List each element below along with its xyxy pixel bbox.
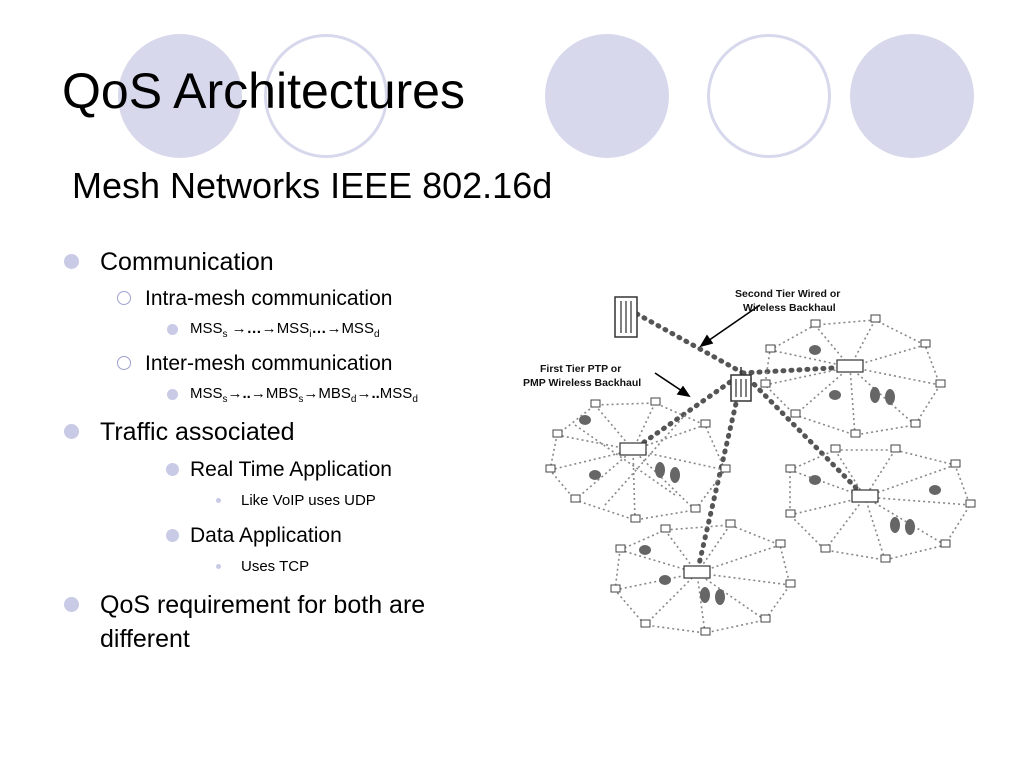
- intra-mesh-path: MSSs →…→MSSi…→MSSd: [190, 320, 380, 340]
- subscriber-nodes: [545, 314, 976, 636]
- subscript: s: [298, 394, 304, 405]
- path-arrow: →..→: [227, 385, 266, 402]
- bullet-intra-mesh: Intra-mesh communication: [145, 287, 393, 310]
- path-arrow: …→: [311, 320, 342, 337]
- path-arrow: →..: [356, 385, 380, 402]
- bullet-dot-icon: [64, 424, 79, 439]
- central-tower-icon: [730, 367, 752, 402]
- subscript: d: [350, 394, 357, 405]
- bullet-small-dot-icon: [216, 498, 221, 503]
- slide-title: QoS Architectures: [62, 63, 465, 119]
- label-first-tier-2: PMP Wireless Backhaul: [523, 377, 641, 389]
- path-node: MSS: [379, 385, 413, 402]
- backhaul-building-icon: [614, 296, 638, 338]
- bullet-dot-icon: [166, 463, 179, 476]
- bullet-dot-icon: [167, 389, 178, 400]
- decor-circle-3: [545, 34, 669, 158]
- path-node: MSS: [190, 385, 223, 402]
- path-node: MSS: [341, 320, 374, 337]
- bullet-data-app: Data Application: [190, 524, 342, 547]
- path-node: MSS: [276, 320, 310, 337]
- bullet-communication: Communication: [100, 248, 274, 276]
- decor-circle-4: [707, 34, 831, 158]
- bullet-dot-icon: [64, 254, 79, 269]
- bullet-dot-icon: [166, 529, 179, 542]
- bullet-traffic: Traffic associated: [100, 418, 295, 446]
- bullet-ring-icon: [117, 291, 131, 305]
- backhaul-lines: [627, 307, 868, 576]
- bullet-qos-req-line2: different: [100, 625, 190, 653]
- bullet-small-dot-icon: [216, 564, 221, 569]
- decor-circle-2: [264, 34, 388, 158]
- bullet-dot-icon: [167, 324, 178, 335]
- trees: [579, 345, 941, 605]
- subscript: s: [222, 329, 228, 340]
- bullet-ring-icon: [117, 356, 131, 370]
- path-node: MSS: [190, 320, 223, 337]
- slide-subtitle: Mesh Networks IEEE 802.16d: [72, 165, 553, 206]
- subscript: d: [373, 329, 380, 340]
- bullet-voip: Like VoIP uses UDP: [241, 492, 376, 509]
- decor-circle-5: [850, 34, 974, 158]
- label-first-tier-1: First Tier PTP or: [540, 363, 621, 375]
- bullet-dot-icon: [64, 597, 79, 612]
- bullet-qos-req-line1: QoS requirement for both are: [100, 591, 426, 619]
- subscript: d: [412, 394, 418, 405]
- path-node: MBS: [318, 385, 351, 402]
- bullet-inter-mesh: Inter-mesh communication: [145, 352, 393, 375]
- inter-mesh-path: MSSs→..→MBSs→MBSd→..MSSd: [190, 385, 418, 405]
- mesh-base-stations: [619, 359, 879, 579]
- bullet-real-time: Real Time Application: [190, 458, 392, 481]
- label-second-tier-1: Second Tier Wired or: [735, 288, 840, 300]
- annotation-arrows: [654, 304, 761, 398]
- mesh-network-diagram: Second Tier Wired or Wireless Backhaul F…: [523, 288, 976, 636]
- path-arrow: →: [303, 385, 319, 402]
- bullet-list: Communication Intra-mesh communication M…: [64, 248, 426, 653]
- label-second-tier-2: Wireless Backhaul: [743, 302, 836, 314]
- path-node: MBS: [265, 385, 299, 402]
- subscript: s: [222, 394, 228, 405]
- bullet-tcp: Uses TCP: [241, 558, 310, 575]
- decor-circle-1: [118, 34, 242, 158]
- path-arrow: →…→: [227, 320, 277, 337]
- subscript: i: [309, 329, 312, 340]
